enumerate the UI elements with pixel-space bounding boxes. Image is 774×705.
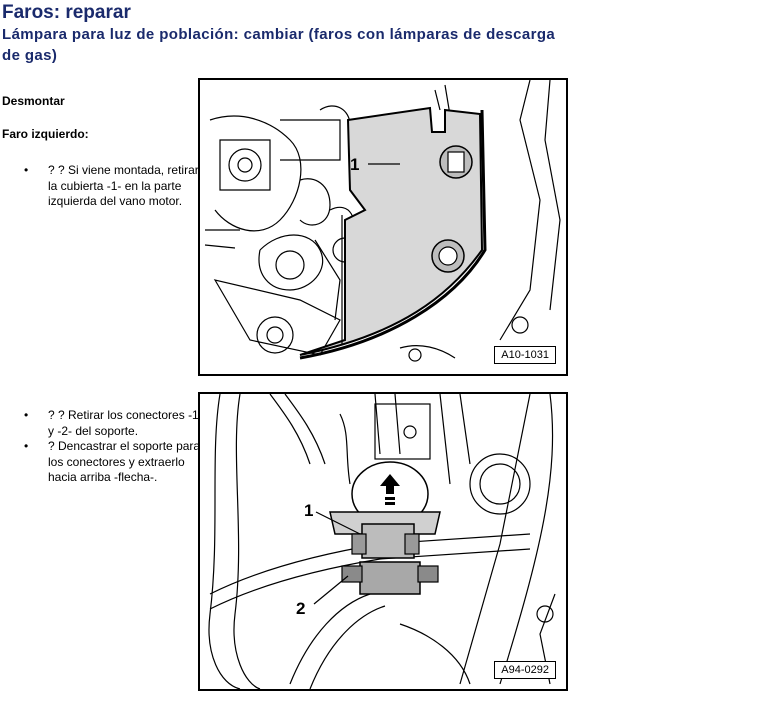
steps-list-2: ? ? Retirar los conectores -1- y -2- del… (14, 408, 208, 486)
callout-1: 1 (350, 155, 359, 174)
step-item: ? Dencastrar el soporte para los conecto… (14, 439, 208, 486)
section-faro-izquierdo: Faro izquierdo: (2, 127, 89, 141)
callout-2: 2 (296, 599, 305, 618)
page-subtitle: Lámpara para luz de población: cambiar (… (2, 26, 556, 64)
figure-code: A94-0292 (494, 661, 556, 679)
section-desmontar: Desmontar (2, 94, 65, 108)
step-item: ? ? Si viene montada, retirar la cubiert… (14, 163, 208, 210)
figure-connectors: 1 2 A94-0292 (198, 392, 568, 691)
page-title: Faros: reparar (2, 2, 131, 23)
steps-list-1: ? ? Si viene montada, retirar la cubiert… (14, 163, 208, 210)
engine-cover-illustration: 1 (204, 80, 561, 362)
figure-code: A10-1031 (494, 346, 556, 364)
step-item: ? ? Retirar los conectores -1- y -2- del… (14, 408, 208, 439)
callout-1: 1 (304, 501, 313, 520)
connectors-illustration: 1 2 (208, 394, 556, 689)
figure-engine-cover: 1 A10-1031 (198, 78, 568, 376)
